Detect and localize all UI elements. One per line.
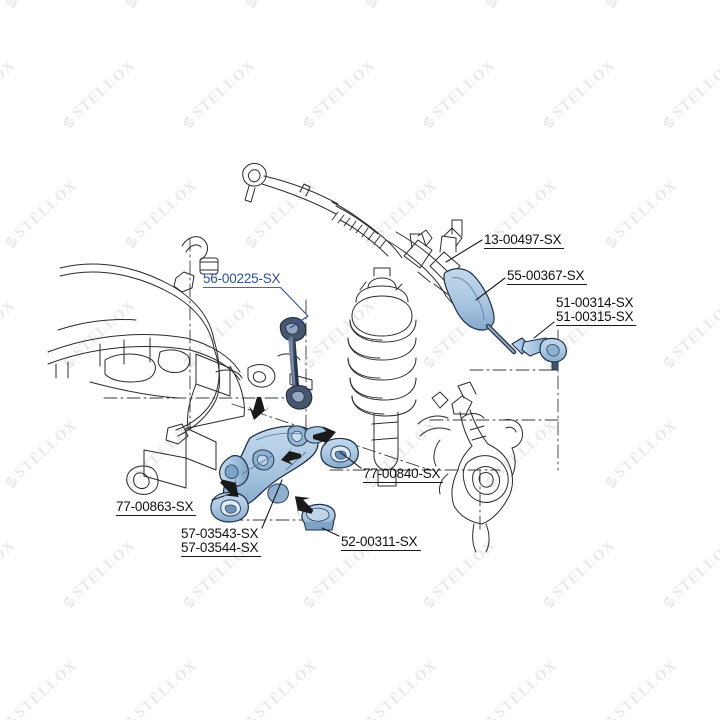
control-arm-front-bush-part — [210, 491, 249, 523]
lower-control-arm-part — [219, 425, 319, 508]
label-underline — [341, 550, 421, 551]
label-underline — [203, 287, 281, 289]
part-number-text: 51-00314-SX — [556, 295, 634, 310]
assembly-arrows — [220, 397, 336, 518]
outer-tie-rod-end-part — [521, 337, 567, 371]
leader-lines — [211, 239, 555, 537]
anti-roll-bar-art — [59, 236, 221, 445]
label-underline — [116, 515, 196, 516]
axis-lines — [103, 237, 561, 531]
part-label-control-arm-bush-rear[interactable]: 77-00840-SX — [363, 467, 443, 483]
part-number-text: 55-00367-SX — [507, 268, 585, 283]
part-number-text: 13-00497-SX — [484, 232, 562, 247]
part-label-inner-tie-rod[interactable]: 55-00367-SX — [507, 269, 587, 285]
label-underline — [507, 284, 587, 285]
coil-spring-strut-art — [347, 267, 417, 487]
part-number-text: 56-00225-SX — [203, 271, 281, 286]
label-underline — [363, 482, 443, 483]
part-label-control-arm-bush-front[interactable]: 77-00863-SX — [116, 500, 196, 516]
part-number-text: 52-00311-SX — [341, 534, 418, 549]
part-number-text: 77-00840-SX — [363, 466, 441, 481]
label-underline — [181, 556, 261, 557]
steering-knuckle-art — [433, 381, 523, 553]
part-label-stabilizer-link[interactable]: 56-00225-SX — [203, 271, 281, 289]
part-number-text: 57-03543-SX — [181, 526, 259, 541]
subframe-art — [47, 319, 313, 495]
part-number-text: 57-03544-SX — [181, 540, 259, 555]
part-number-text: 51-00315-SX — [556, 309, 634, 324]
part-label-ball-joint[interactable]: 52-00311-SX — [341, 535, 421, 551]
part-number-text: 77-00863-SX — [116, 499, 194, 514]
control-arm-rear-bush-part — [320, 437, 359, 469]
label-underline — [484, 248, 564, 249]
part-label-steering-rack[interactable]: 13-00497-SX — [484, 233, 564, 249]
stabilizer-link-part — [279, 316, 313, 410]
knuckle-arm-art — [417, 391, 451, 437]
label-underline — [556, 325, 636, 326]
